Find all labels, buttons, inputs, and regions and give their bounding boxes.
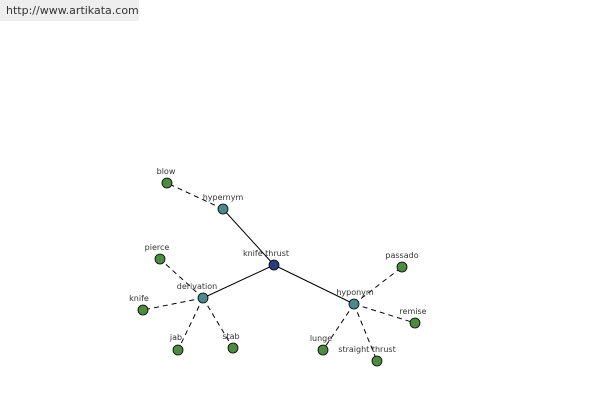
node-straight-thrust[interactable] <box>371 355 383 367</box>
node-label-knife[interactable]: knife <box>129 294 149 303</box>
node-jab[interactable] <box>172 344 184 356</box>
node-label-blow[interactable]: blow <box>157 167 176 176</box>
node-label-lunge[interactable]: lunge <box>310 334 332 343</box>
node-stab[interactable] <box>227 342 239 354</box>
node-label-hyponym[interactable]: hyponym <box>336 288 374 297</box>
edge-hyponym-lunge <box>322 303 355 351</box>
node-label-derivation[interactable]: derivation <box>177 282 217 291</box>
node-label-straight-thrust[interactable]: straight thrust <box>338 345 395 354</box>
node-blow[interactable] <box>161 177 173 189</box>
node-label-remise[interactable]: remise <box>399 307 426 316</box>
edge-hypernym-blow <box>166 182 224 210</box>
node-label-knife-thrust[interactable]: knife thrust <box>243 249 289 258</box>
edge-knife-thrust-hyponym <box>273 264 355 305</box>
node-passado[interactable] <box>396 261 408 273</box>
node-knife-thrust[interactable] <box>268 259 280 271</box>
node-remise[interactable] <box>409 317 421 329</box>
edges-layer <box>142 182 416 362</box>
edge-hyponym-remise <box>353 303 416 324</box>
edge-derivation-stab <box>202 297 234 349</box>
node-hypernym[interactable] <box>217 203 229 215</box>
node-derivation[interactable] <box>197 292 209 304</box>
node-label-stab[interactable]: stab <box>222 332 239 341</box>
edge-hyponym-passado <box>353 266 403 305</box>
node-pierce[interactable] <box>154 253 166 265</box>
nodes-layer <box>137 177 421 367</box>
edge-knife-thrust-hypernym <box>222 208 275 266</box>
node-label-jab[interactable]: jab <box>169 333 182 342</box>
node-label-passado[interactable]: passado <box>385 251 418 260</box>
edge-derivation-pierce <box>159 258 204 299</box>
labels-layer: knife thrust hypernym derivation hyponym blo… <box>129 167 426 354</box>
node-label-pierce[interactable]: pierce <box>145 243 170 252</box>
edge-knife-thrust-derivation <box>202 264 275 299</box>
node-label-hypernym[interactable]: hypernym <box>203 193 244 202</box>
edge-derivation-jab <box>177 297 204 351</box>
node-lunge[interactable] <box>317 344 329 356</box>
edge-derivation-knife <box>142 297 204 311</box>
edge-hyponym-straight-thrust <box>353 303 378 362</box>
node-knife[interactable] <box>137 304 149 316</box>
node-hyponym[interactable] <box>348 298 360 310</box>
site-url[interactable]: http://www.artikata.com <box>0 0 139 21</box>
